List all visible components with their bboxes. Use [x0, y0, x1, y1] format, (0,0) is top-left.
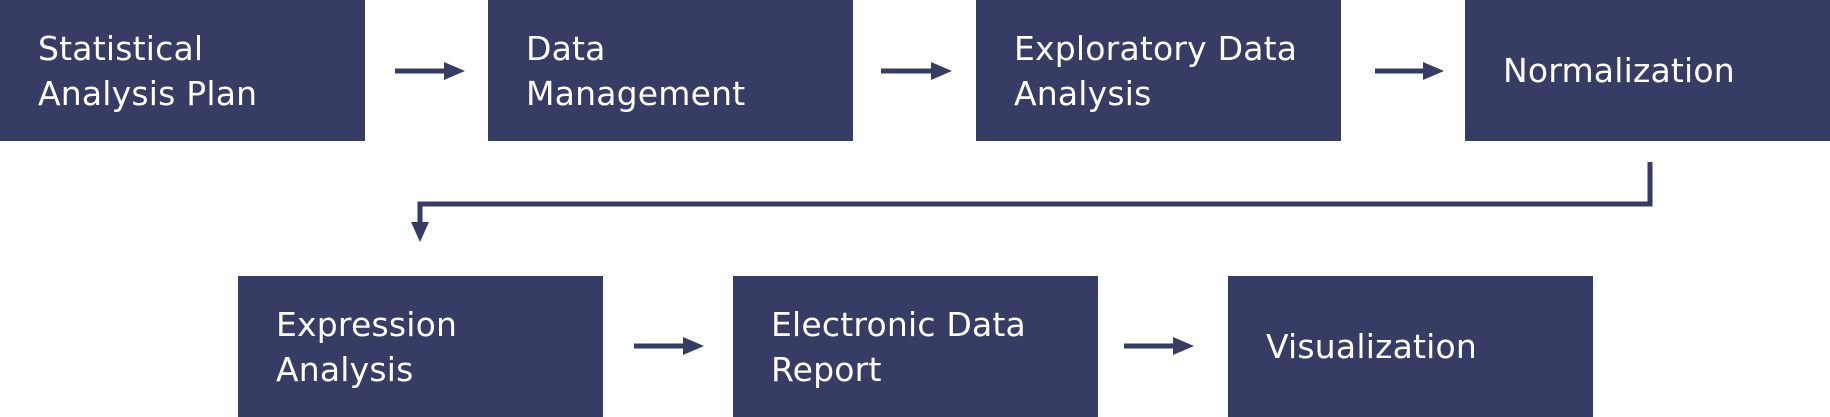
step-expression-analysis: Expression Analysis	[238, 276, 603, 417]
step-label-line: Analysis	[276, 349, 414, 389]
wrap-connector-arrow-icon	[411, 162, 1653, 242]
step-label-line: Analysis	[1014, 73, 1152, 113]
step-label: Statistical Analysis Plan	[38, 26, 257, 116]
arrow-right-icon	[634, 337, 704, 355]
step-label-line: Statistical	[38, 28, 204, 68]
step-label: Normalization	[1503, 48, 1735, 93]
step-electronic-data-report: Electronic Data Report	[733, 276, 1098, 417]
step-label-line: Expression	[276, 304, 458, 344]
step-label: Visualization	[1266, 324, 1477, 369]
step-label-line: Management	[526, 73, 746, 113]
step-label: Exploratory Data Analysis	[1014, 26, 1297, 116]
step-normalization: Normalization	[1465, 0, 1830, 141]
step-label-line: Electronic Data	[771, 304, 1026, 344]
step-label-line: Data	[526, 28, 606, 68]
step-label-line: Analysis Plan	[38, 73, 258, 113]
step-label: Data Management	[526, 26, 745, 116]
step-data-management: Data Management	[488, 0, 853, 141]
step-label: Expression Analysis	[276, 302, 457, 392]
step-statistical-analysis-plan: Statistical Analysis Plan	[0, 0, 365, 141]
arrow-right-icon	[395, 62, 465, 80]
step-label-line: Visualization	[1266, 327, 1478, 366]
arrow-right-icon	[1375, 62, 1444, 80]
step-label-line: Exploratory Data	[1014, 28, 1298, 68]
step-exploratory-data-analysis: Exploratory Data Analysis	[976, 0, 1341, 141]
step-label-line: Report	[771, 349, 882, 389]
step-label-line: Normalization	[1503, 51, 1735, 90]
step-visualization: Visualization	[1228, 276, 1593, 417]
arrow-right-icon	[1124, 337, 1194, 355]
step-label: Electronic Data Report	[771, 302, 1026, 392]
arrow-right-icon	[881, 62, 952, 80]
